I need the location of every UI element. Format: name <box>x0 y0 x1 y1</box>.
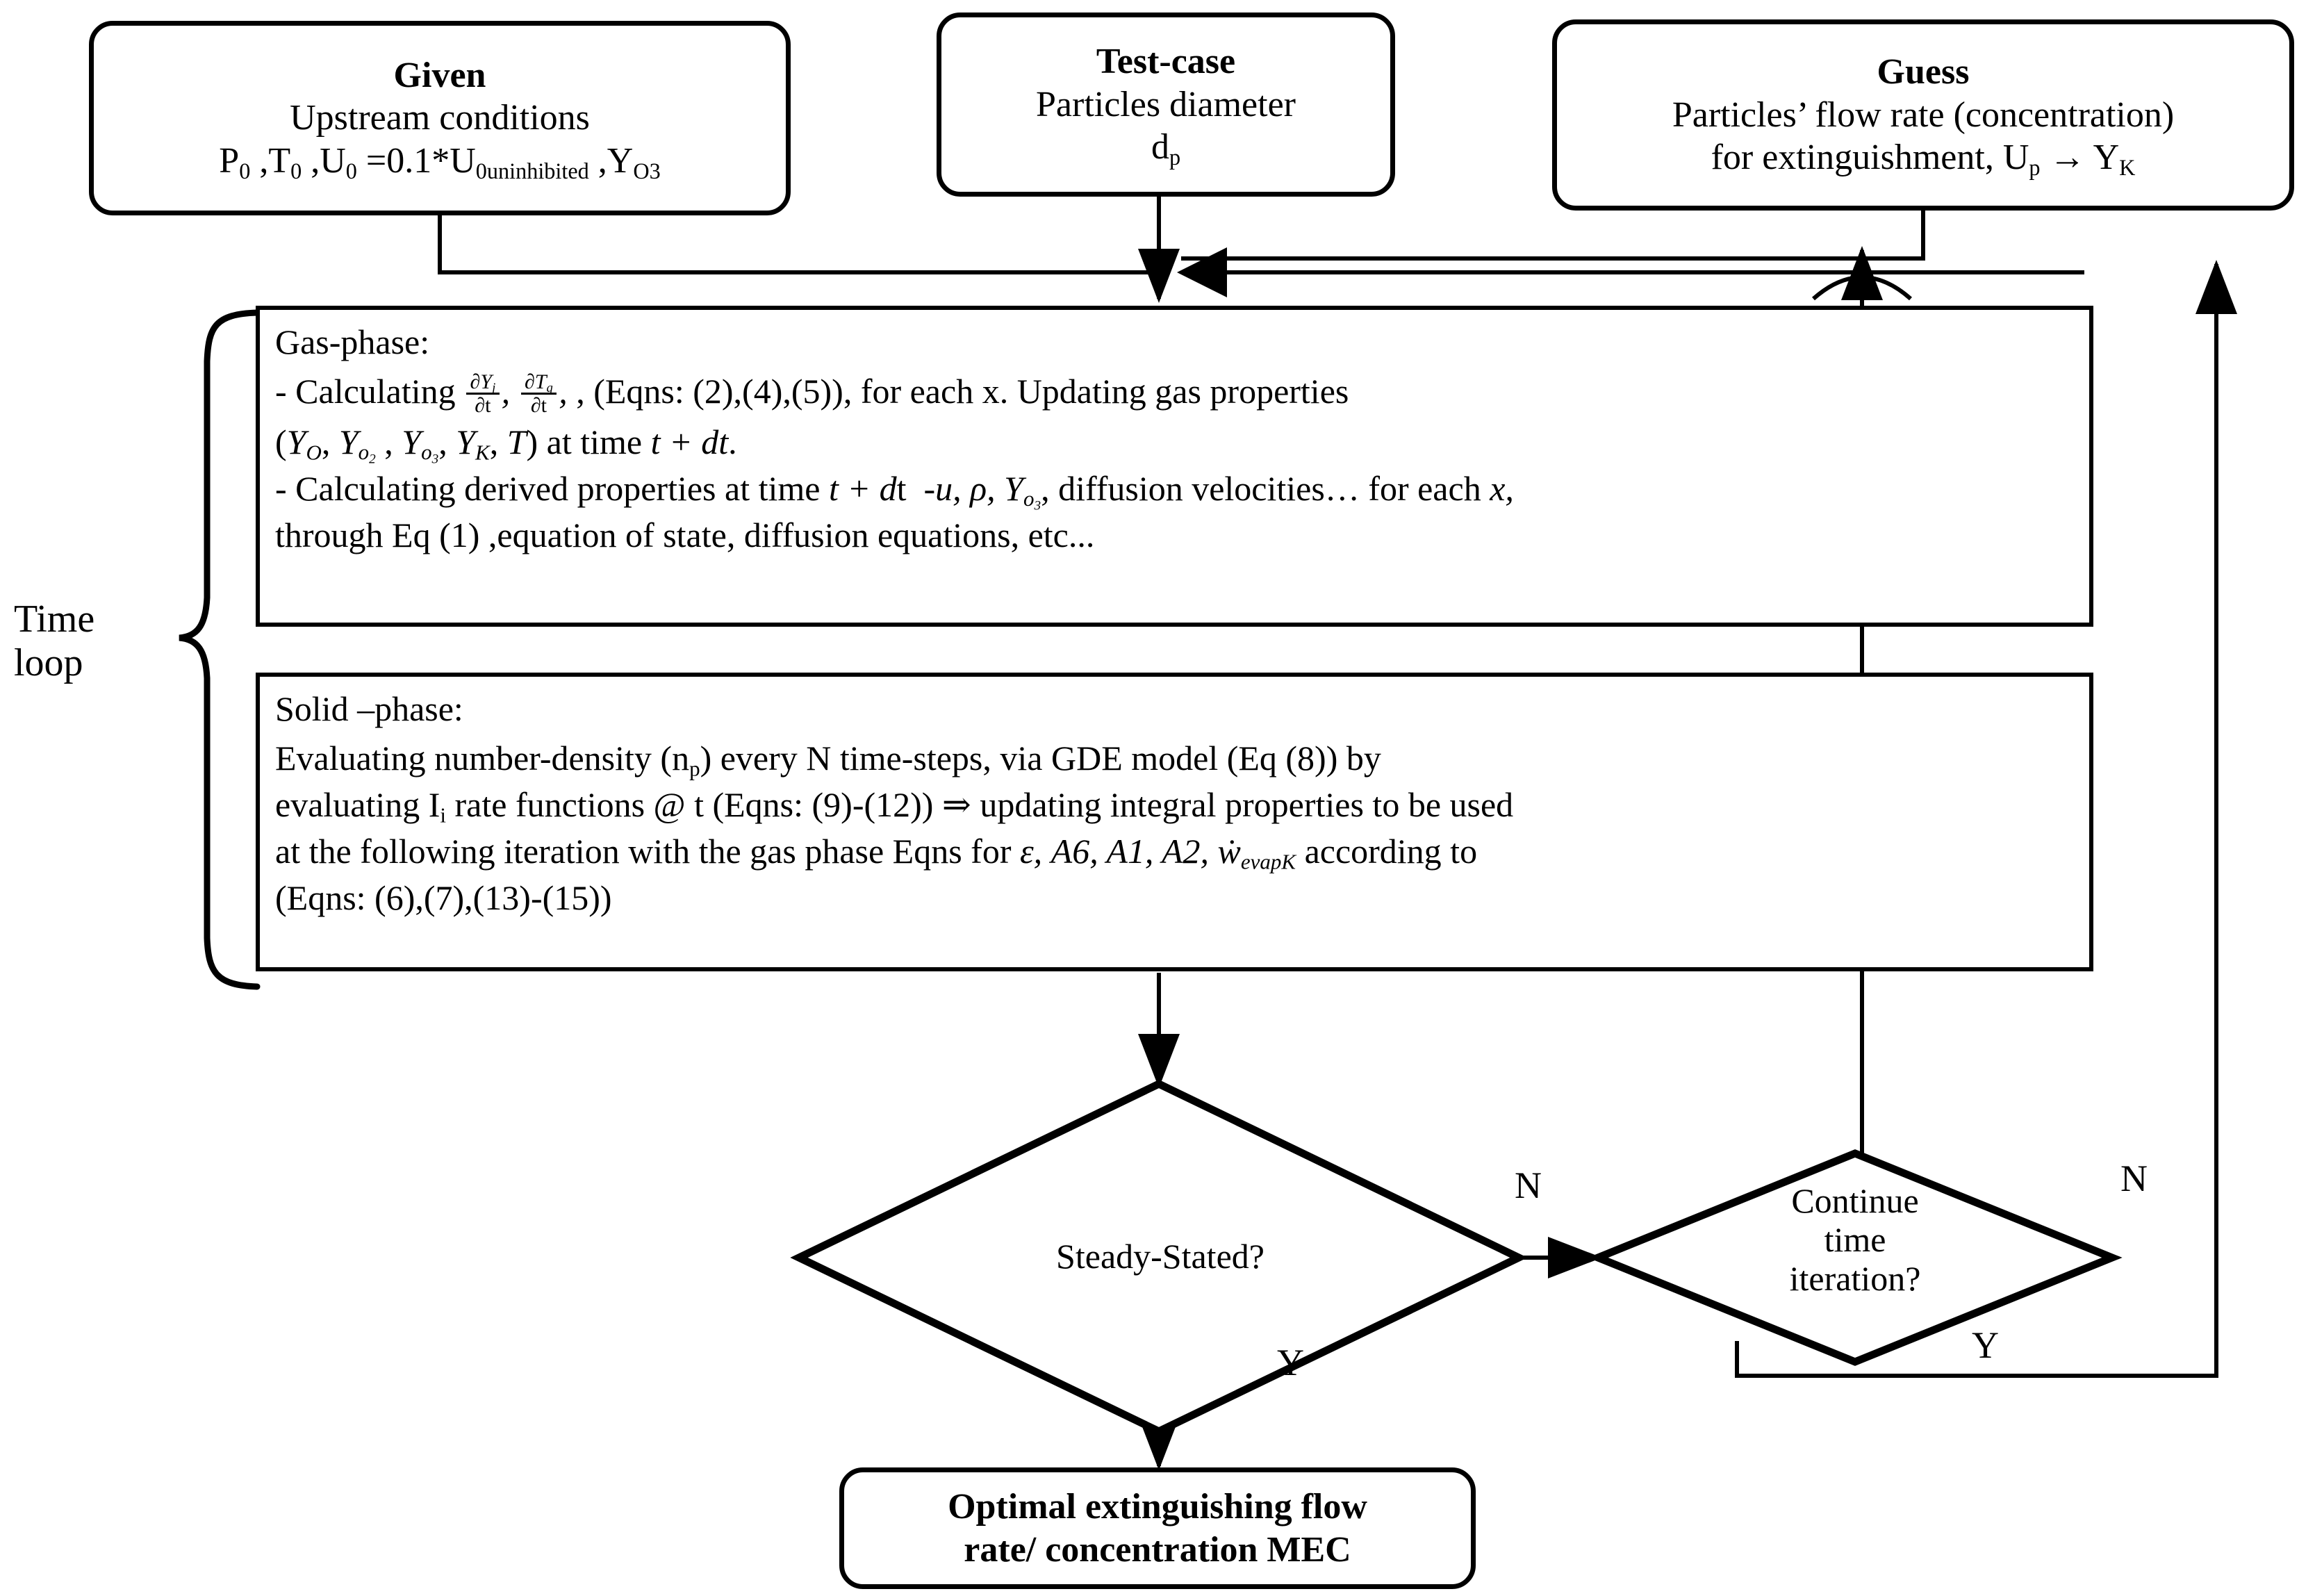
test-case-title: Test-case <box>1096 42 1236 82</box>
time-loop-line1: Time <box>14 598 95 641</box>
guess-line2: for extinguishment, Up → YK <box>1711 138 2136 181</box>
given-title: Given <box>393 55 486 95</box>
steady-state-decision-label: Steady-Stated? <box>1056 1237 1264 1276</box>
gas-phase-bullet-1-post: , (Eqns: (2),(4),(5)), for each x. Updat… <box>576 372 1349 411</box>
steady-no-label: N <box>1515 1165 1542 1206</box>
solid-phase-line-1-pre: Evaluating number-density (n <box>275 739 690 778</box>
test-case-line1: Particles diameter <box>1036 84 1296 124</box>
guess-box[interactable]: Guess Particles’ flow rate (concentratio… <box>1552 19 2294 211</box>
test-case-box[interactable]: Test-case Particles diameter dp <box>937 13 1395 197</box>
gas-phase-bullet-1-pre: - Calculating <box>275 372 456 411</box>
time-loop-line2: loop <box>14 641 83 684</box>
time-loop-label: Time loop <box>14 598 222 684</box>
solid-phase-line-2-post: rate functions @ t (Eqns: (9)-(12)) ⇒ up… <box>446 785 1514 824</box>
continue-no-label: N <box>2120 1158 2148 1199</box>
solid-phase-line-2-pre: evaluating I <box>275 785 440 824</box>
solid-phase-line-1-post: ) every N time-steps, via GDE model (Eq … <box>700 739 1381 778</box>
gas-phase-bullet-1: - Calculating ∂Yj∂t , ∂Tg∂t , , (Eqns: (… <box>275 370 1349 418</box>
output-line1: Optimal extinguishing flow <box>948 1487 1367 1527</box>
guess-line1: Particles’ flow rate (concentration) <box>1672 94 2175 135</box>
output-box[interactable]: Optimal extinguishing flow rate/ concent… <box>839 1467 1476 1589</box>
steady-state-decision[interactable] <box>790 1079 1528 1436</box>
output-line2: rate/ concentration MEC <box>964 1529 1351 1570</box>
gas-phase-box[interactable]: Gas-phase: - Calculating ∂Yj∂t , ∂Tg∂t ,… <box>256 306 2093 627</box>
solid-phase-line-4: (Eqns: (6),(7),(13)-(15)) <box>275 878 612 917</box>
steady-yes-label: Y <box>1277 1342 1304 1383</box>
solid-phase-symbols: ε, A6, A1, A2, ẇevapK <box>1019 832 1296 874</box>
given-line2: P0 ,T0 ,U0 =0.1*U0uninhibited ,YO3 <box>219 140 661 183</box>
test-case-line2: dp <box>1151 127 1181 170</box>
solid-phase-line-3-pre: at the following iteration with the gas … <box>275 832 1020 871</box>
solid-phase-heading: Solid –phase: <box>275 689 463 728</box>
gas-phase-bullet-2: - Calculating derived properties at time… <box>275 468 1514 513</box>
given-line1: Upstream conditions <box>290 98 590 138</box>
solid-phase-line-1: Evaluating number-density (np) every N t… <box>275 739 1381 781</box>
guess-title: Guess <box>1877 52 1970 92</box>
continue-yes-label: Y <box>1972 1324 1999 1366</box>
gas-phase-line-4: through Eq (1) ,equation of state, diffu… <box>275 515 1095 554</box>
solid-phase-box[interactable]: Solid –phase: Evaluating number-density … <box>256 673 2093 971</box>
gas-phase-heading: Gas-phase: <box>275 322 430 361</box>
continue-time-iteration-label: Continue time iteration? <box>1789 1181 1921 1298</box>
solid-phase-line-2: evaluating Ii rate functions @ t (Eqns: … <box>275 785 1514 828</box>
partial-Yj-partial-t-fraction: ∂Yj∂t <box>466 371 500 417</box>
solid-phase-line-3-post: according to <box>1296 832 1478 871</box>
gas-phase-line-2: (YO, Yo2 , Yo3, YK, T) at time t + dt. <box>275 422 737 467</box>
continue-time-iteration-decision[interactable] <box>1588 1149 2123 1366</box>
solid-phase-line-3: at the following iteration with the gas … <box>275 829 2074 874</box>
given-box[interactable]: Given Upstream conditions P0 ,T0 ,U0 =0.… <box>89 21 791 215</box>
partial-Tg-partial-t-fraction: ∂Tg∂t <box>520 371 557 417</box>
